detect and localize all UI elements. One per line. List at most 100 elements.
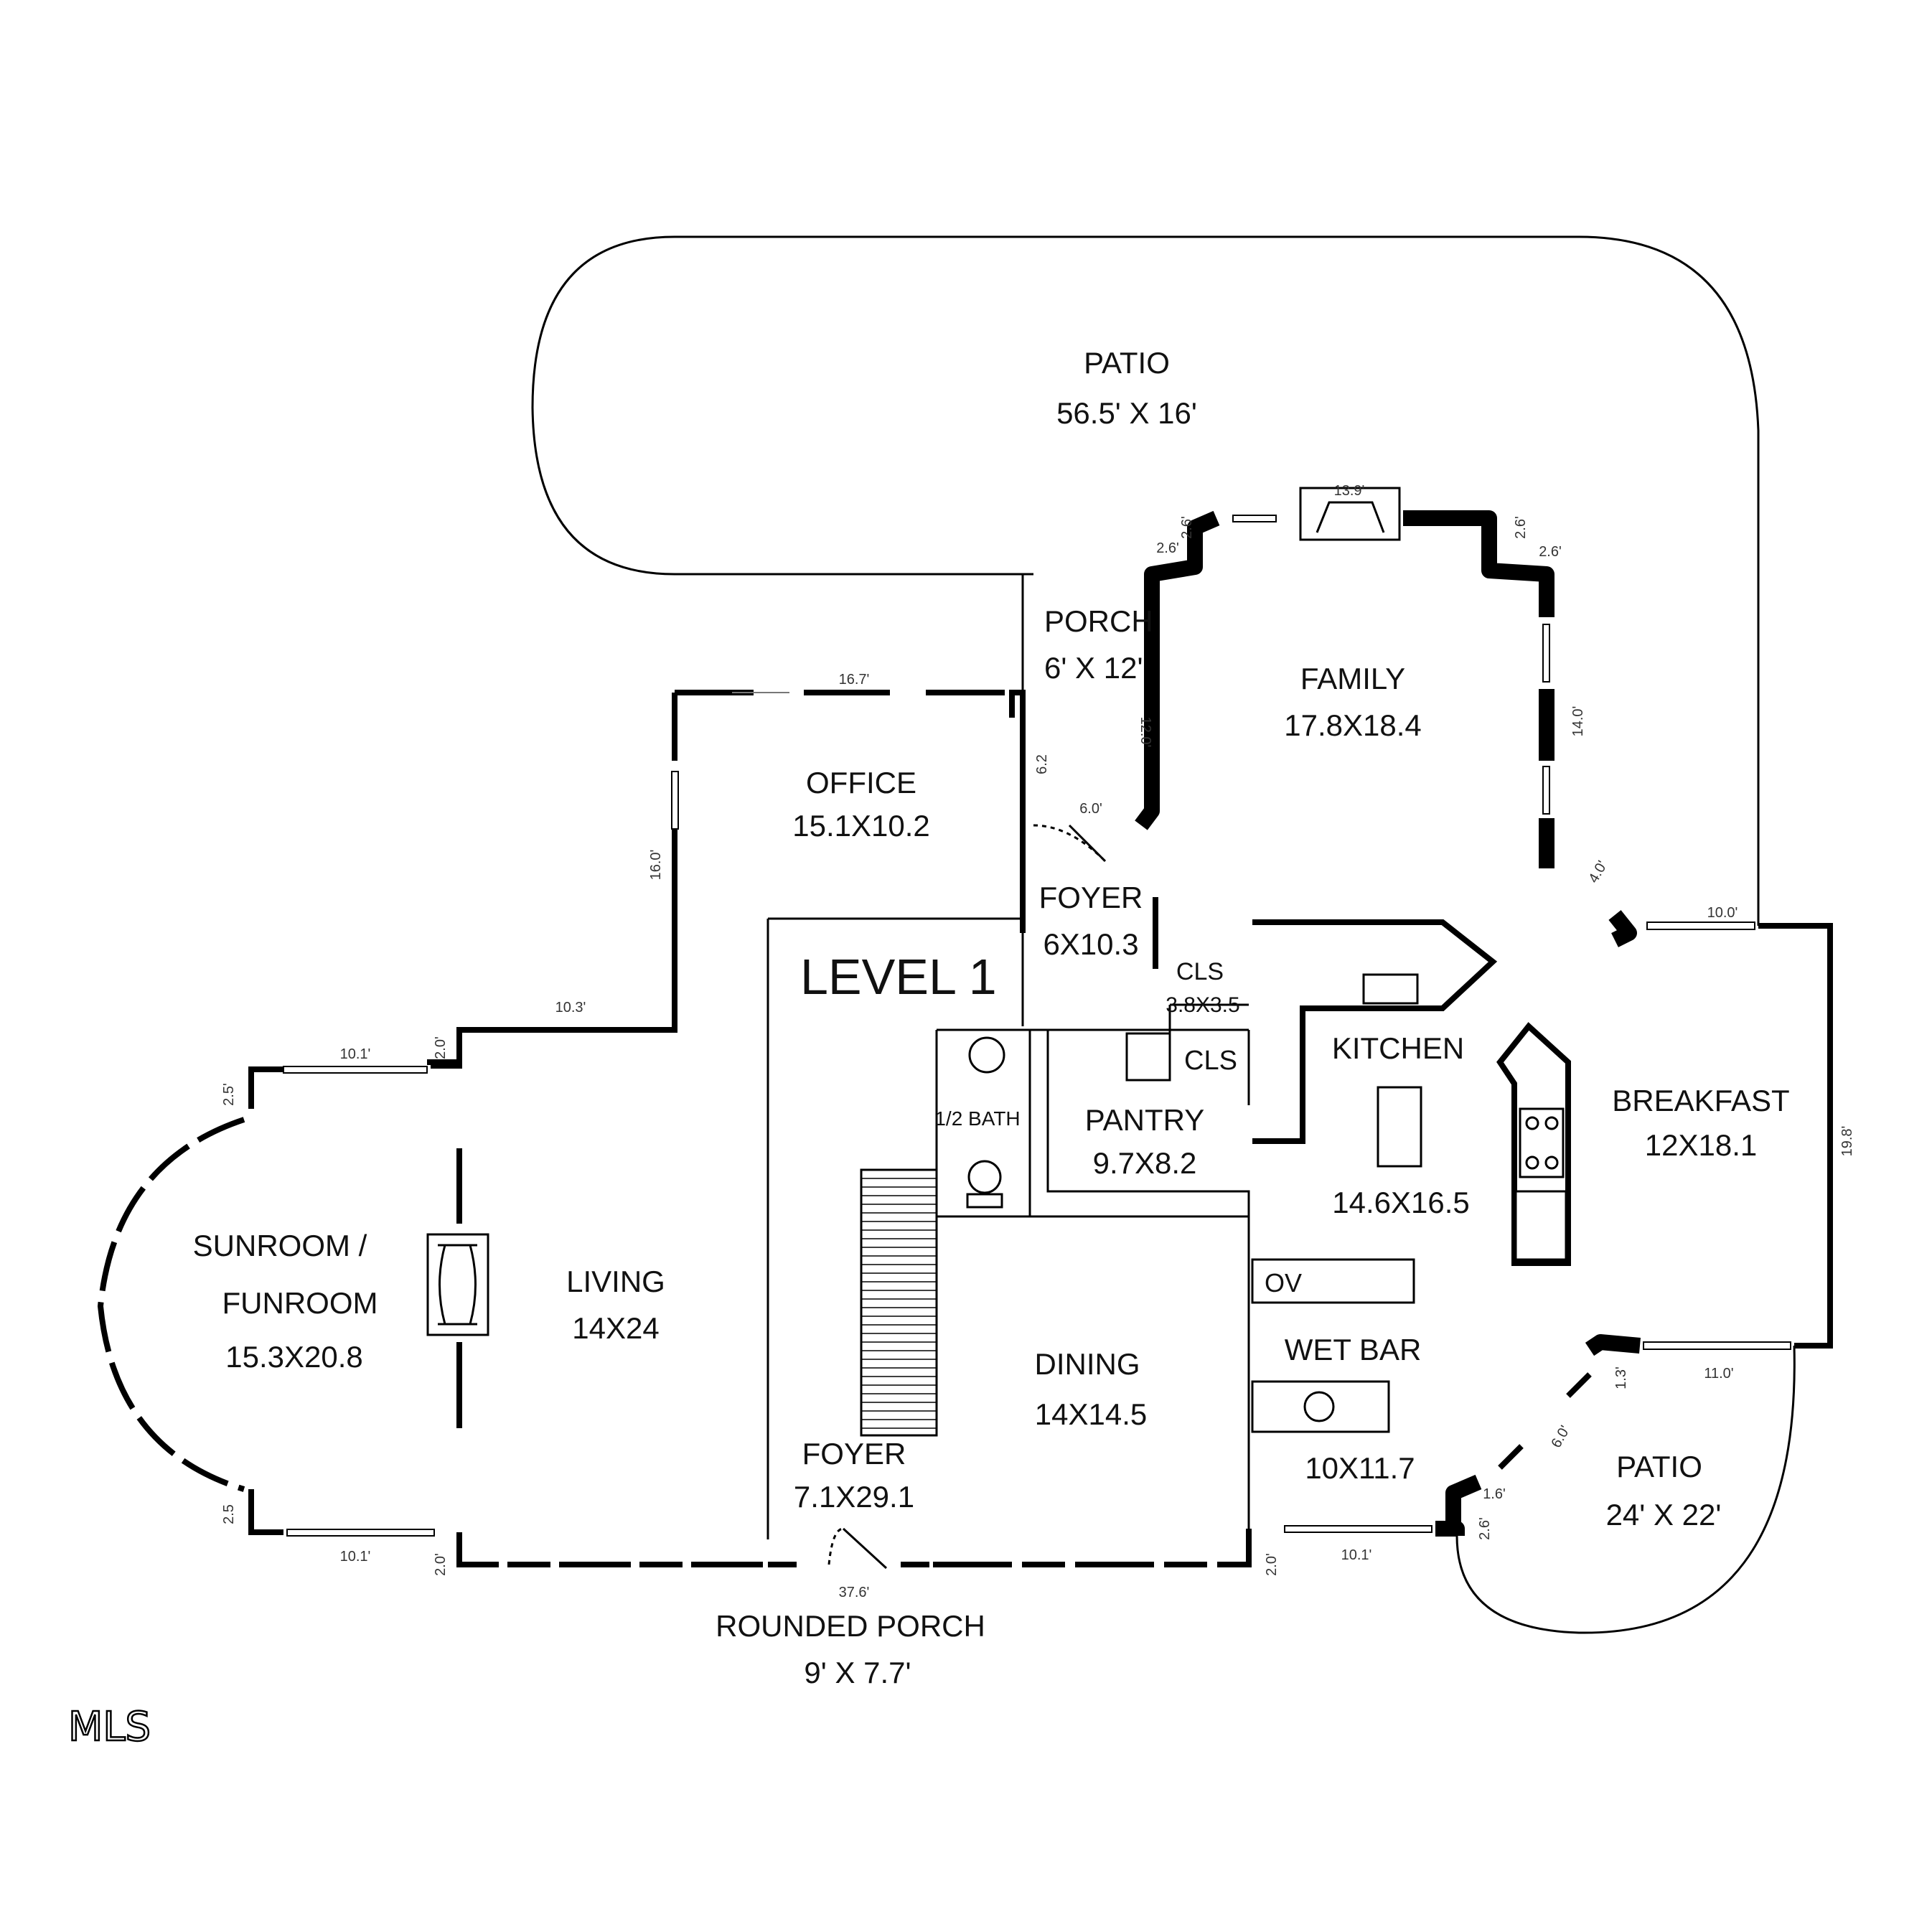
foyer-door-swing xyxy=(1068,824,1107,863)
office-window-left xyxy=(671,771,679,830)
dim-11-0: 11.0' xyxy=(1704,1366,1733,1382)
range-burner-4 xyxy=(1544,1155,1559,1170)
family-wall-top-right xyxy=(1403,510,1554,617)
range-burner-1 xyxy=(1525,1116,1539,1130)
breakfast-window-bottom xyxy=(1643,1341,1791,1350)
family-window-right2 xyxy=(1542,766,1550,815)
dim-2-5a: 2.5' xyxy=(221,1083,237,1106)
dim-10-1c: 10.1' xyxy=(1341,1547,1372,1563)
family-size: 17.8X18.4 xyxy=(1284,708,1422,742)
sunroom-name-2: FUNROOM xyxy=(222,1286,378,1320)
south-wall-mid xyxy=(933,1529,1252,1567)
cls2-name: CLS xyxy=(1184,1046,1237,1076)
front-door-swing xyxy=(842,1527,888,1570)
breakfast-range-counter xyxy=(1496,1022,1571,1266)
bath-toilet-icon xyxy=(967,1160,1002,1194)
living-size: 14X24 xyxy=(572,1311,659,1345)
dining-name: DINING xyxy=(1035,1347,1140,1381)
dim-16-7: 16.7' xyxy=(839,672,870,688)
sunroom-bay xyxy=(97,1117,245,1492)
dim-12-0: 12.0' xyxy=(1138,717,1153,748)
family-window-right1 xyxy=(1542,624,1550,683)
fireplace-hearth xyxy=(1316,501,1385,533)
dim-2-6a: 2.6' xyxy=(1156,540,1179,556)
patio-right-size: 24' X 22' xyxy=(1606,1498,1722,1532)
dim-2-6e: 2.6' xyxy=(1477,1517,1493,1540)
sunroom-bottom-stub xyxy=(248,1489,283,1535)
dim-2-6b: 2.6' xyxy=(1179,516,1195,539)
se-corner xyxy=(1435,1521,1465,1537)
family-name: FAMILY xyxy=(1300,662,1405,695)
dim-10-0: 10.0' xyxy=(1707,905,1738,921)
dim-10-1a: 10.1' xyxy=(340,1046,371,1062)
foyer-door-arc xyxy=(1033,824,1107,863)
south-wall xyxy=(456,1532,768,1567)
family-window-top xyxy=(1232,515,1277,522)
dim-2-0b: 2.0' xyxy=(433,1553,449,1576)
level-title: LEVEL 1 xyxy=(800,949,997,1005)
dim-6-0: 6.0' xyxy=(1079,801,1102,817)
mls-watermark: MLS xyxy=(68,1704,151,1750)
family-wall-left xyxy=(1135,510,1220,830)
foyer-upper-size: 6X10.3 xyxy=(1043,927,1138,961)
living-name: LIVING xyxy=(566,1265,665,1298)
dim-19-8: 19.8' xyxy=(1839,1126,1855,1157)
breakfast-window-top xyxy=(1646,922,1755,930)
pantry-size: 9.7X8.2 xyxy=(1093,1146,1197,1180)
fridge xyxy=(1514,1190,1567,1261)
breakfast-name: BREAKFAST xyxy=(1612,1084,1789,1117)
pantry-closet xyxy=(1125,1032,1171,1082)
patio-top-outline xyxy=(531,235,1760,926)
wet-bar-size: 10X11.7 xyxy=(1305,1451,1415,1485)
cls1-size: 3.8X3.5 xyxy=(1166,993,1239,1017)
patio-door-segment2 xyxy=(1498,1444,1524,1470)
sunroom-name-1: SUNROOM / xyxy=(193,1229,367,1262)
breakfast-corner-top xyxy=(1585,1334,1641,1356)
dim-14-0: 14.0' xyxy=(1570,706,1586,737)
patio-door-segment1 xyxy=(1566,1372,1592,1398)
porch-size: 6' X 12' xyxy=(1044,651,1143,685)
dining-size: 14X14.5 xyxy=(1035,1397,1147,1431)
kitchen-counter-top xyxy=(1252,919,1498,1144)
kitchen-sink-icon xyxy=(1362,973,1419,1005)
half-bath-name: 1/2 BATH xyxy=(934,1107,1020,1130)
office-wall xyxy=(431,690,1026,1069)
dim-37-6: 37.6' xyxy=(839,1585,870,1600)
dim-1-6: 1.6' xyxy=(1483,1486,1506,1502)
breakfast-size: 12X18.1 xyxy=(1645,1128,1757,1162)
foyer-lower-size: 7.1X29.1 xyxy=(794,1480,914,1514)
patio-right-outline xyxy=(1455,1345,1796,1634)
office-name: OFFICE xyxy=(806,766,916,799)
sunroom-window-top xyxy=(283,1066,428,1074)
dim-2-0c: 2.0' xyxy=(1264,1553,1280,1576)
dim-2-6c: 2.6' xyxy=(1513,516,1529,539)
west-wall-upper xyxy=(427,1027,675,1065)
kitchen-size: 14.6X16.5 xyxy=(1332,1186,1470,1219)
cls1-name: CLS xyxy=(1176,958,1224,985)
wet-bar-name: WET BAR xyxy=(1285,1333,1422,1366)
breakfast-right-wall xyxy=(1758,923,1833,1349)
bath-sink-icon xyxy=(968,1036,1005,1074)
rounded-porch-size: 9' X 7.7' xyxy=(804,1656,911,1689)
dim-1-3: 1.3' xyxy=(1613,1366,1629,1389)
patio-right-name: PATIO xyxy=(1616,1450,1702,1483)
kitchen-island xyxy=(1377,1086,1422,1168)
pantry-walls xyxy=(1046,1030,1250,1220)
dim-2-6d: 2.6' xyxy=(1539,544,1562,560)
patio-top-size: 56.5' X 16' xyxy=(1056,396,1197,430)
dim-13-9: 13.9' xyxy=(1334,483,1365,499)
sunroom-top-stub xyxy=(248,1066,283,1109)
fireplace-living xyxy=(426,1233,489,1336)
oven-label: OV xyxy=(1265,1268,1302,1298)
foyer-lower-name: FOYER xyxy=(802,1437,906,1471)
range-burner-2 xyxy=(1544,1116,1559,1130)
dim-10-1b: 10.1' xyxy=(340,1549,371,1565)
patio-top-name: PATIO xyxy=(1084,346,1170,380)
office-size: 15.1X10.2 xyxy=(792,809,930,843)
porch-name: PORCH xyxy=(1044,604,1153,638)
sunroom-window-bottom xyxy=(286,1529,435,1537)
dim-6-2: 6.2 xyxy=(1034,754,1050,774)
dim-4-0: 4.0' xyxy=(1585,858,1610,886)
fireplace-living-inner xyxy=(438,1244,477,1326)
